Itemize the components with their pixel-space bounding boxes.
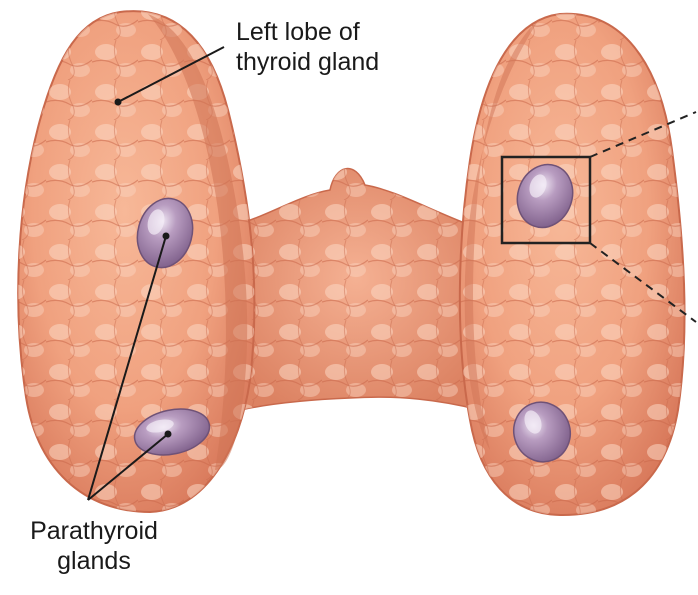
- label-parathyroid-line2: glands: [8, 546, 180, 576]
- parathyroid-leader-dot-lower: [165, 431, 172, 438]
- label-left-lobe-line2: thyroid gland: [236, 47, 379, 77]
- label-left-lobe: Left lobe of thyroid gland: [236, 17, 379, 77]
- label-left-lobe-line1: Left lobe of: [236, 17, 379, 47]
- label-parathyroid: Parathyroid glands: [8, 516, 180, 576]
- left-lobe-leader-dot: [115, 99, 122, 106]
- label-parathyroid-line1: Parathyroid: [8, 516, 180, 546]
- parathyroid-leader-dot-upper: [163, 233, 170, 240]
